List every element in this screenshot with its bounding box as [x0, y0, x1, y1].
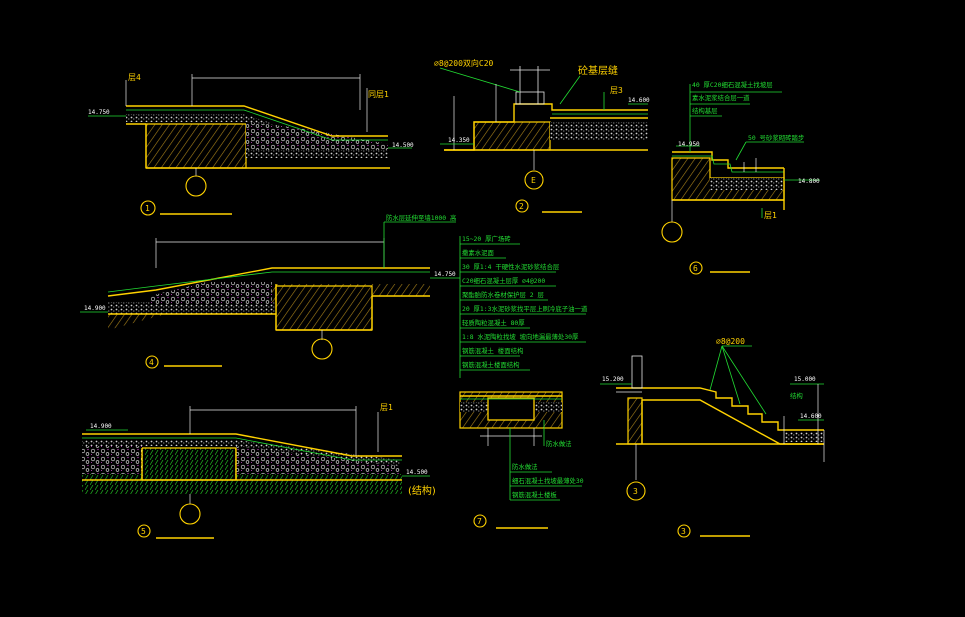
legend-7-bottom-1: 防水做法	[512, 462, 538, 471]
section-6-note-right: 50 号砂浆砌砖踏步	[748, 133, 804, 142]
section-4: 防水层延伸至墙1000 高 14.750 14.900 4	[80, 213, 460, 369]
legend-7-bottom-2: 细石混凝土找坡最薄处30	[512, 476, 584, 485]
section-3-elev-left: 15.200	[602, 376, 624, 383]
section-3-base-gravel	[784, 432, 824, 442]
section-6-elev-left: 14.950	[678, 141, 700, 148]
section-2-stone-label: 砼基层缝	[578, 64, 618, 77]
section-1-label-top-right: 同层1	[368, 90, 389, 99]
legend-7-line-3: 30 厚1:4 干硬性水泥砂浆结合层	[462, 262, 560, 271]
section-2-bar-label: ⌀8@200双向C20	[434, 58, 494, 68]
legend-7-bottom-3: 钢筋混凝土楼板	[512, 490, 557, 499]
section-2: E ⌀8@200双向C20 砼基层缝 层3 14.600 14.350 2	[434, 58, 650, 213]
section-4-soil-block	[275, 285, 373, 331]
section-6-elev-right: 14.800	[798, 178, 820, 185]
section-6-note-2: 素水泥浆结合层一道	[692, 93, 750, 102]
section-5-elev-left: 14.900	[90, 423, 112, 430]
section-5-elev-right: 14.500	[406, 469, 428, 476]
section-5-cobble-right	[236, 446, 400, 474]
section-1-elev-right: 14.500	[392, 142, 414, 149]
section-5-grass	[82, 474, 402, 494]
section-3: 3 ⌀8@200 15.200 15.000 14.600 结构 3	[600, 337, 825, 538]
section-2-soil	[473, 121, 551, 151]
section-4-gravel	[108, 302, 276, 314]
section-6-note-1: 40 厚C20细石混凝土找坡层	[692, 80, 773, 89]
legend-7-line-7: 轻质陶粒混凝土 80厚	[462, 318, 525, 327]
section-2-gravel	[550, 122, 648, 140]
section-1-elev-left: 14.750	[88, 109, 110, 116]
section-6-layer-label: 层1	[764, 211, 777, 220]
section-2-marker: E	[531, 176, 536, 185]
legend-7-side-label: 防水做法	[546, 439, 572, 448]
section-3-marker: 3	[633, 487, 638, 496]
section-2-elev-right: 14.600	[628, 97, 650, 104]
legend-7-line-1: 15~20 厚广场砖	[462, 234, 511, 243]
legend-7-line-6: 20 厚1:3水泥砂浆找平层上刷冷底子油一道	[462, 304, 588, 313]
section-3-index: 3	[681, 527, 686, 536]
legend-7-channel	[487, 397, 535, 421]
legend-7-line-10: 钢筋混凝土楼面结构	[462, 360, 520, 369]
section-3-side-label: 结构	[790, 391, 803, 400]
section-1-index: 1	[145, 204, 150, 213]
section-3-elev-right: 15.000	[794, 376, 816, 383]
section-1-soil	[145, 123, 247, 169]
section-2-layer-label: 层3	[610, 86, 623, 95]
section-1-cobble	[246, 122, 388, 150]
section-4-elev-right: 14.750	[434, 271, 456, 278]
legend-7: 15~20 厚广场砖 撒素水泥面 30 厚1:4 干硬性水泥砂浆结合层 C20细…	[459, 234, 588, 529]
section-3-wall	[627, 397, 643, 445]
section-4-index: 4	[149, 358, 154, 367]
legend-7-line-4: C20细石混凝土层厚 ⌀4@200	[462, 276, 545, 285]
section-5-soil-block	[141, 447, 237, 481]
legend-7-line-9: 钢筋混凝土 楼面结构	[462, 346, 523, 355]
section-4-cobble	[150, 282, 272, 304]
section-1: 层4 同层1 14.750 14.500 1	[88, 73, 414, 216]
section-6-gravel	[710, 178, 784, 190]
section-2-elev-left: 14.350	[448, 137, 470, 144]
section-3-elev-low: 14.600	[800, 413, 822, 420]
section-6-note-3: 结构基层	[692, 106, 718, 115]
legend-7-index: 7	[477, 517, 482, 526]
section-4-note-top: 防水层延伸至墙1000 高	[386, 213, 456, 222]
section-2-index: 2	[519, 202, 524, 211]
section-5: 层1 14.900 14.500 (结构) 5	[82, 403, 436, 539]
section-4-elev-left: 14.900	[84, 305, 106, 312]
section-5-cobble-left	[82, 446, 142, 474]
section-5-label-top-right: 层1	[380, 403, 393, 412]
section-5-note: (结构)	[408, 484, 436, 497]
section-5-index: 5	[141, 527, 146, 536]
legend-7-line-2: 撒素水泥面	[462, 248, 495, 257]
section-6-index: 6	[693, 264, 698, 273]
section-6: 40 厚C20细石混凝土找坡层 素水泥浆结合层一道 结构基层 50 号砂浆砌砖踏…	[661, 80, 820, 275]
legend-7-line-8: 1:8 水泥陶粒找坡 坡向地漏最薄处30厚	[462, 332, 579, 341]
legend-7-line-5: 聚酯胎防水卷材保护层 2 层	[462, 290, 544, 299]
section-1-label-top-left: 层4	[128, 73, 141, 82]
section-3-bar-label: ⌀8@200	[716, 337, 745, 346]
